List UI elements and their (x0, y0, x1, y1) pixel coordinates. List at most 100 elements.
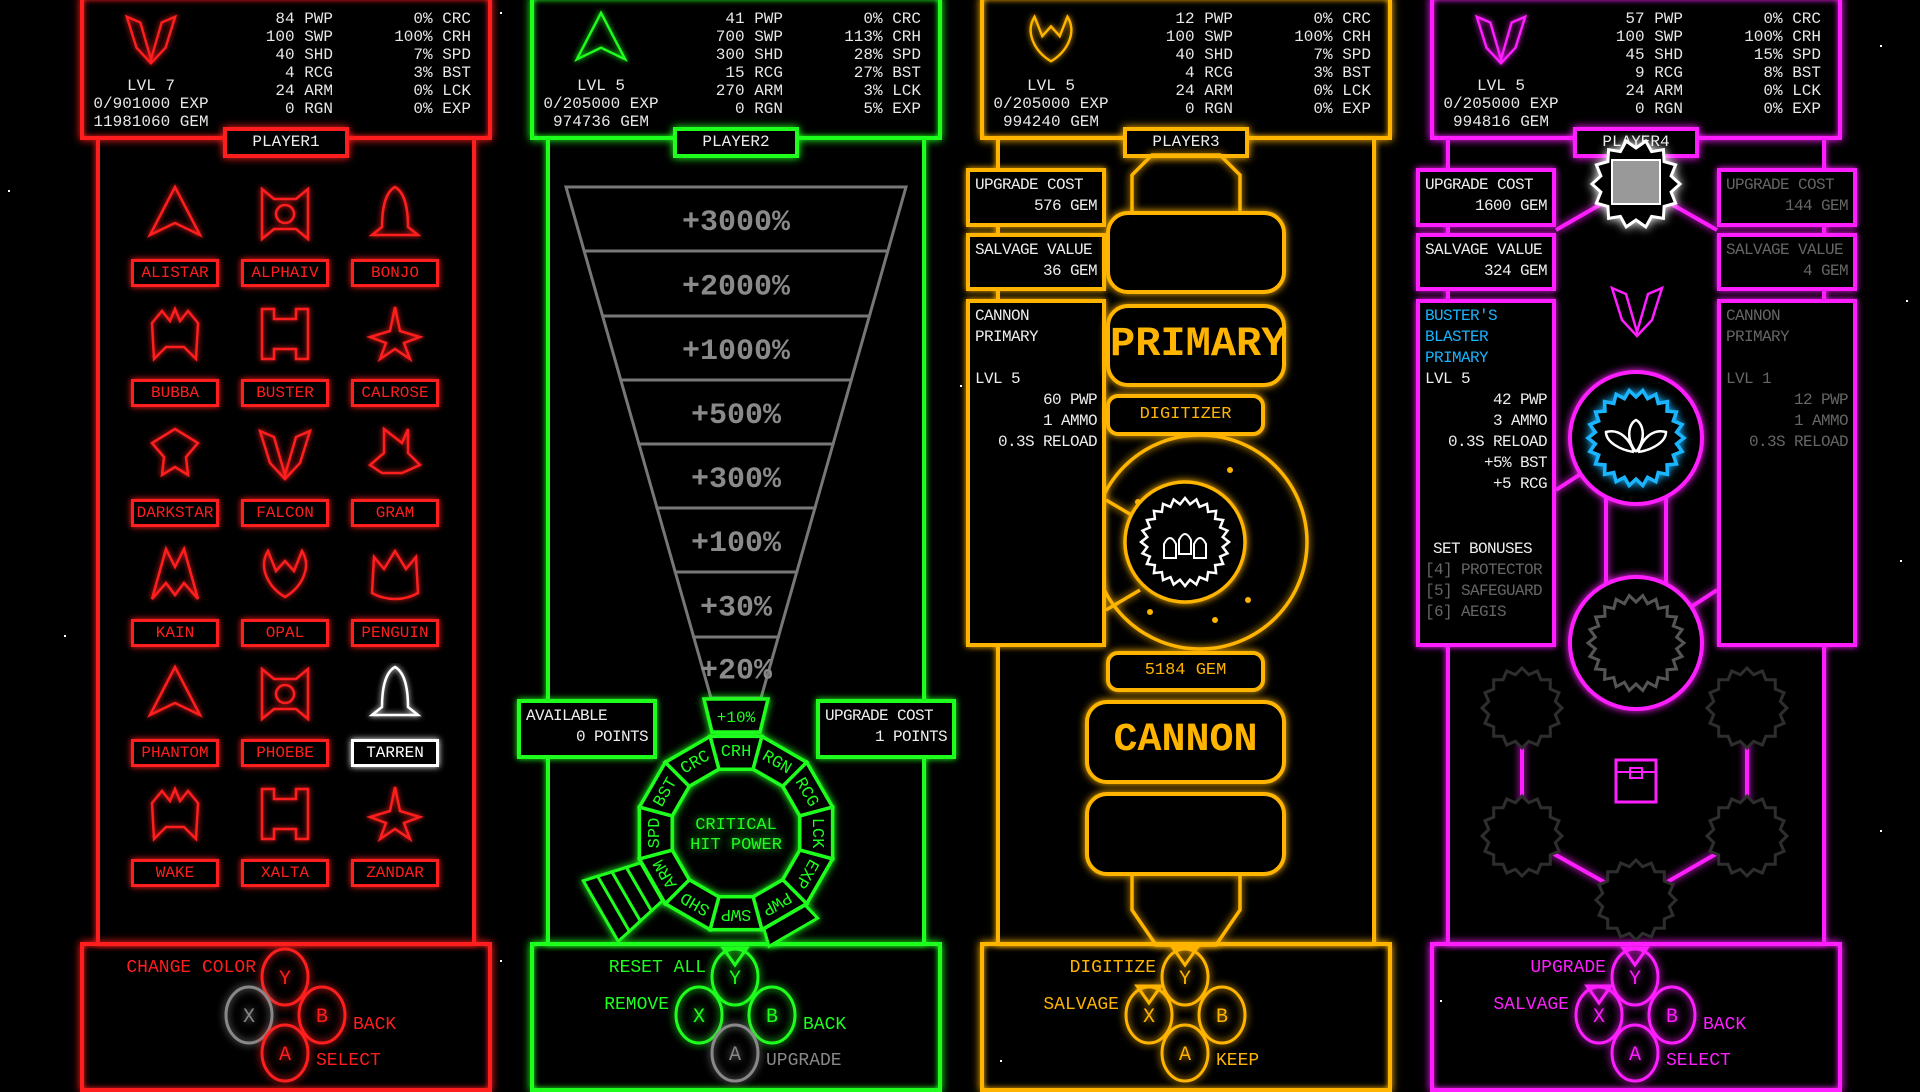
ship-option[interactable]: TARREN (351, 739, 439, 767)
compare-upgrade-cost-box: UPGRADE COST 144 GEM (1717, 168, 1857, 227)
stat-value: 3% BST (1313, 64, 1371, 82)
button-y[interactable]: Y (710, 946, 760, 1007)
ship-option[interactable]: OPAL (241, 619, 329, 647)
upgrade-cost-label: UPGRADE COST (975, 176, 1084, 194)
wheel-segment-exp[interactable]: EXP (780, 848, 836, 907)
button-x[interactable]: X (1124, 984, 1174, 1045)
wheel-segment-swp[interactable]: SWP (707, 895, 765, 932)
button-x[interactable]: X (224, 985, 274, 1045)
equip-details-box: BUSTER'S BLASTER PRIMARY LVL 5 42 PWP 3 … (1416, 299, 1556, 647)
ship-icon[interactable] (144, 663, 206, 725)
ship-option[interactable]: ALISTAR (131, 259, 219, 287)
stat-value: 84 PWP (275, 10, 333, 28)
button-y[interactable]: Y (1610, 946, 1660, 1007)
button-b[interactable]: B (297, 985, 347, 1045)
ship-option[interactable]: BUSTER (241, 379, 329, 407)
stat-value: 0 RGN (1634, 100, 1683, 118)
ship-icon[interactable] (144, 543, 206, 605)
wheel-segment-pwp[interactable]: PWP (751, 877, 810, 933)
player-tab[interactable]: PLAYER2 (673, 127, 799, 158)
button-letter: X (1593, 1006, 1605, 1029)
item-stat: 42 PWP (1492, 391, 1548, 409)
button-b[interactable]: B (1197, 985, 1247, 1045)
ship-icon[interactable] (144, 423, 206, 485)
control-label-y: UPGRADE (1530, 958, 1606, 978)
ship-icon[interactable] (144, 303, 206, 365)
ship-icon[interactable] (364, 303, 426, 365)
button-y[interactable]: Y (1160, 946, 1210, 1007)
tier-label: +1000% (682, 335, 791, 369)
ship-option[interactable]: FALCON (241, 499, 329, 527)
tier-label: +3000% (682, 206, 791, 240)
stat-value: 15% SPD (1753, 46, 1821, 64)
ship-option[interactable]: WAKE (131, 859, 219, 887)
weapon-slot-cannon[interactable]: CANNON (1085, 700, 1286, 784)
chest-icon[interactable] (1614, 758, 1658, 804)
ship-option[interactable]: GRAM (351, 499, 439, 527)
ship-icon[interactable] (144, 783, 206, 845)
button-x[interactable]: X (1574, 984, 1624, 1045)
player-gems: 11981060 GEM (93, 113, 209, 131)
tier-label: +500% (691, 399, 782, 433)
ship-icon[interactable] (364, 183, 426, 245)
weapon-slot-primary[interactable]: PRIMARY (1106, 304, 1286, 387)
empty-slot-gear[interactable] (1704, 665, 1790, 751)
ship-icon[interactable] (364, 783, 426, 845)
ship-icon[interactable] (254, 543, 316, 605)
ship-option[interactable]: KAIN (131, 619, 219, 647)
wheel-segment-rcg[interactable]: RCG (780, 759, 836, 818)
stat-value: 27% BST (853, 64, 921, 82)
ship-icon[interactable] (254, 303, 316, 365)
wheel-label: CRH (721, 743, 752, 762)
bullet-icon (1193, 537, 1207, 559)
button-a[interactable]: A (260, 1023, 310, 1083)
ship-icon[interactable] (254, 783, 316, 845)
empty-slot-gear[interactable] (1704, 793, 1790, 879)
item-stat: 0.3S RELOAD (1748, 433, 1849, 451)
ship-icon[interactable] (254, 663, 316, 725)
button-y[interactable]: Y (260, 947, 310, 1007)
wheel-segment-lck[interactable]: LCK (798, 804, 835, 862)
stat-value: 0% CRC (1313, 10, 1371, 28)
ship-option[interactable]: PHOEBE (241, 739, 329, 767)
button-letter: B (1666, 1006, 1678, 1029)
digitizer-slot[interactable]: DIGITIZER (1106, 394, 1265, 436)
item-name: CANNON (1726, 307, 1781, 325)
ship-option[interactable]: XALTA (241, 859, 329, 887)
player-ship-icon (124, 14, 178, 65)
button-b[interactable]: B (747, 985, 797, 1045)
ship-option[interactable]: CALROSE (351, 379, 439, 407)
ship-option[interactable]: ZANDAR (351, 859, 439, 887)
player-tab[interactable]: PLAYER3 (1123, 127, 1249, 158)
ship-option[interactable]: BONJO (351, 259, 439, 287)
ship-icon[interactable] (254, 183, 316, 245)
player-tab[interactable]: PLAYER1 (223, 127, 349, 158)
weapon-slot-empty-top[interactable] (1106, 211, 1286, 294)
ship-icon[interactable] (254, 423, 316, 485)
weapon-slot-empty-bottom[interactable] (1085, 792, 1286, 876)
ship-icon[interactable] (364, 423, 426, 485)
wheel-segment-arm[interactable]: ARM (636, 848, 692, 907)
stat-value: 45 SHD (1625, 46, 1683, 64)
wheel-segment-crc[interactable]: CRC (662, 733, 721, 789)
ship-option[interactable]: PENGUIN (351, 619, 439, 647)
ship-icon (1609, 285, 1665, 338)
ship-option[interactable]: PHANTOM (131, 739, 219, 767)
button-b[interactable]: B (1647, 985, 1697, 1045)
star (1906, 300, 1908, 302)
ship-option[interactable]: DARKSTAR (131, 499, 219, 527)
empty-slot-gear[interactable] (1593, 857, 1679, 943)
ship-icon[interactable] (364, 663, 426, 725)
ship-option[interactable]: ALPHAIV (241, 259, 329, 287)
ship-icon[interactable] (364, 543, 426, 605)
item-stat: 0.3S RELOAD (1447, 433, 1548, 451)
ship-icon[interactable] (144, 183, 206, 245)
ship-option[interactable]: BUBBA (131, 379, 219, 407)
empty-slot-gear[interactable] (1479, 793, 1565, 879)
empty-slot-gear[interactable] (1479, 665, 1565, 751)
button-letter: Y (1179, 968, 1191, 991)
button-x[interactable]: X (674, 985, 724, 1045)
